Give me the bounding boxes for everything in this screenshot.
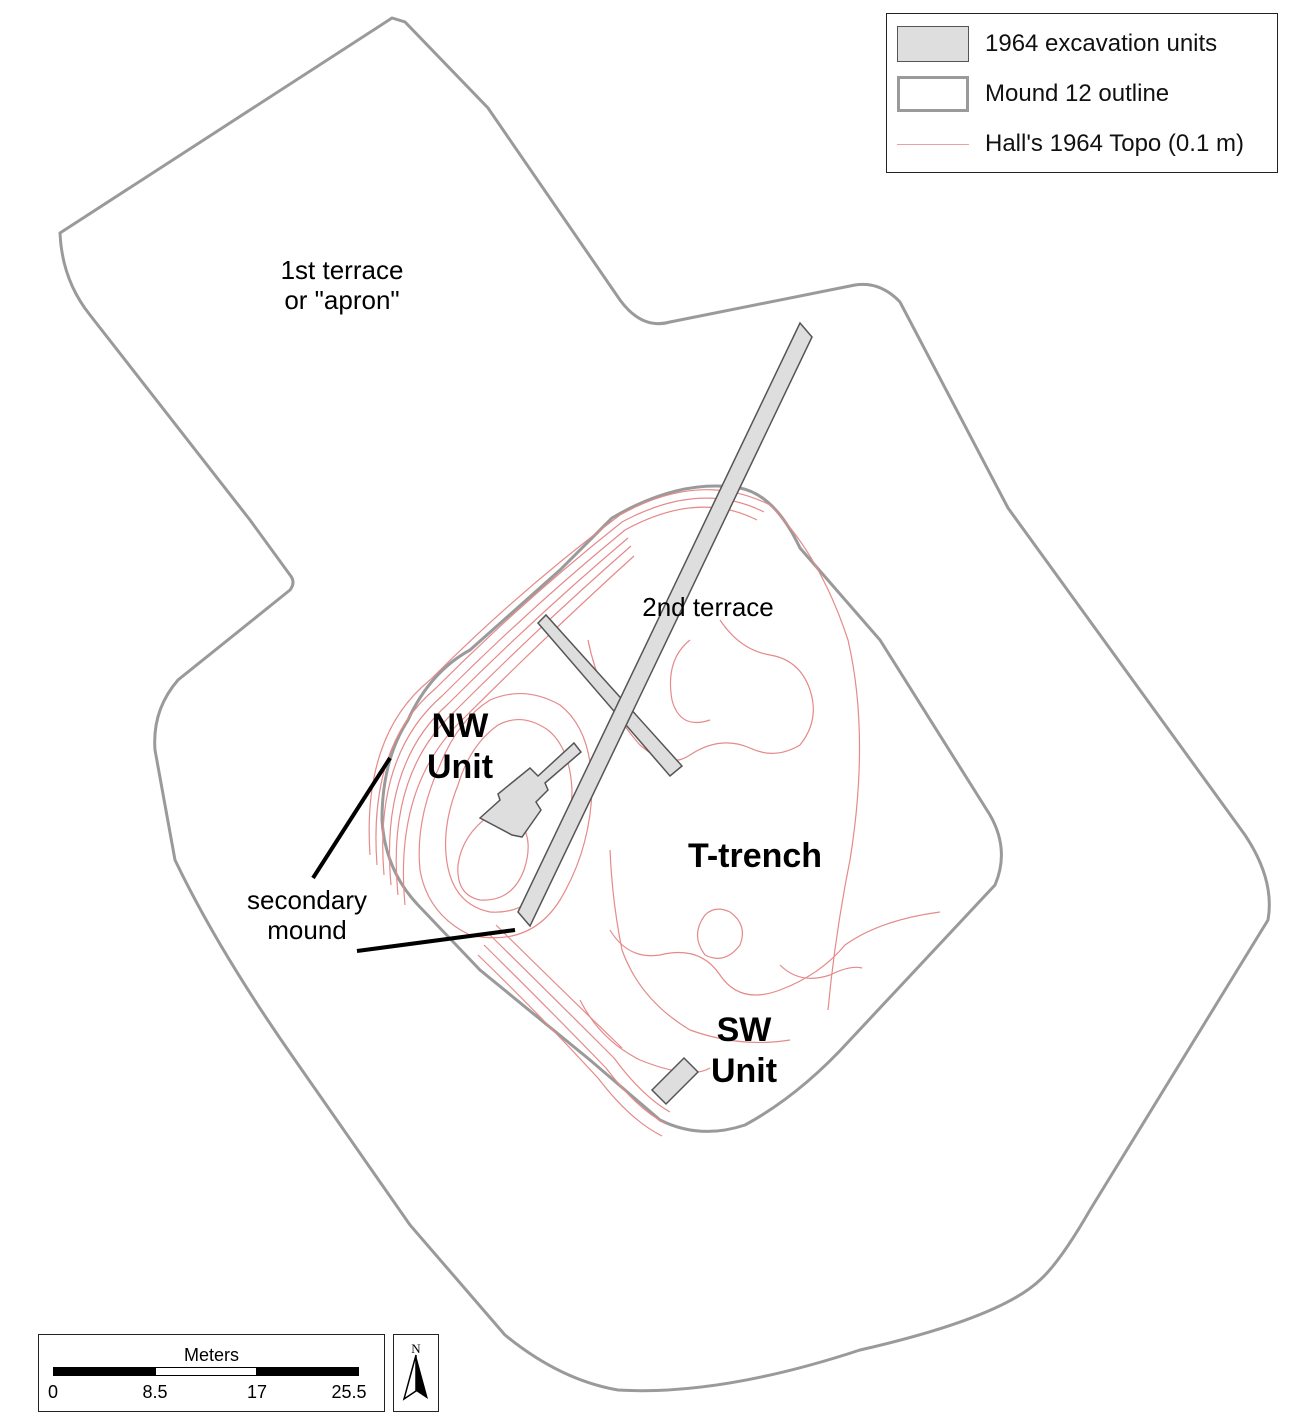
secondary-mound-leader-upper <box>311 756 392 880</box>
scale-bar: Meters 0 8.5 17 25.5 <box>38 1334 385 1412</box>
first-terrace-label-line2: or "apron" <box>284 284 400 315</box>
first-terrace-label-line1: 1st terrace <box>280 255 404 285</box>
sw-unit-label-line1: SW <box>716 1011 772 1049</box>
secondary-mound-label-line2: mound <box>267 914 347 945</box>
nw-unit-label-line1: NW <box>431 707 489 745</box>
mound-outline-inner <box>380 484 1003 1133</box>
topo-contour <box>587 619 814 762</box>
legend-label: 1964 excavation units <box>985 30 1218 57</box>
legend-label: Hall's 1964 Topo (0.1 m) <box>985 130 1244 157</box>
legend-symbol-filled-box <box>897 26 969 62</box>
scale-bar-segment-white <box>155 1367 257 1376</box>
scale-bar-tick: 25.5 <box>331 1382 367 1402</box>
north-letter: N <box>411 1341 421 1356</box>
map-legend: 1964 excavation units Mound 12 outline H… <box>886 13 1278 173</box>
sw-unit-label: SW Unit <box>684 1010 804 1092</box>
scale-bar-tick: 0 <box>47 1382 59 1402</box>
sw-unit-label-line2: Unit <box>710 1051 778 1090</box>
topo-contour <box>418 692 593 939</box>
topo-contour <box>395 545 632 896</box>
first-terrace-label: 1st terrace or "apron" <box>242 255 442 316</box>
topo-contour <box>696 908 743 959</box>
legend-label: Mound 12 outline <box>985 80 1170 107</box>
second-terrace-label: 2nd terrace <box>608 592 808 623</box>
topo-contour <box>669 639 711 724</box>
legend-symbol-red-line <box>897 126 969 162</box>
legend-item-mound-outline: Mound 12 outline <box>897 74 1169 114</box>
scale-bar-tick: 8.5 <box>142 1382 168 1402</box>
north-arrow-icon <box>402 1354 428 1401</box>
excavation-units <box>478 321 813 1106</box>
legend-symbol-outline-box <box>897 76 969 112</box>
t-trench-label: T-trench <box>660 836 850 877</box>
topo-contours <box>368 489 941 1137</box>
topo-contour <box>489 934 671 1113</box>
t-trench-crossbar <box>517 321 813 928</box>
topo-contour <box>609 849 791 1044</box>
topo-contour <box>382 506 758 876</box>
t-trench-label-text: T-trench <box>687 837 823 875</box>
topo-contour <box>368 489 861 1011</box>
topo-contour <box>477 954 663 1137</box>
scale-bar-title: Meters <box>183 1345 239 1365</box>
north-arrow: N <box>393 1334 439 1412</box>
nw-unit-label: NW Unit <box>400 706 520 788</box>
legend-item-topo: Hall's 1964 Topo (0.1 m) <box>897 124 1244 164</box>
nw-excavation-unit <box>478 741 583 838</box>
topo-contour <box>483 944 667 1125</box>
sw-excavation-unit <box>650 1056 700 1106</box>
secondary-mound-leader-lower <box>356 928 516 953</box>
topo-contour <box>388 537 629 886</box>
scale-bar-segment-black <box>257 1367 359 1376</box>
secondary-mound-label: secondary mound <box>212 885 402 946</box>
topo-contour <box>609 911 941 996</box>
mound-outline-outer <box>58 16 1271 1393</box>
topo-contour <box>495 924 623 1049</box>
scale-bar-tick: 17 <box>246 1382 268 1402</box>
nw-unit-label-line2: Unit <box>426 747 494 786</box>
legend-item-excavation-units: 1964 excavation units <box>897 24 1217 64</box>
second-terrace-label-text: 2nd terrace <box>642 592 774 622</box>
scale-bar-segment-black <box>53 1367 155 1376</box>
topo-contour <box>402 555 635 906</box>
secondary-mound-label-line1: secondary <box>247 885 367 915</box>
topo-contour <box>779 964 863 979</box>
